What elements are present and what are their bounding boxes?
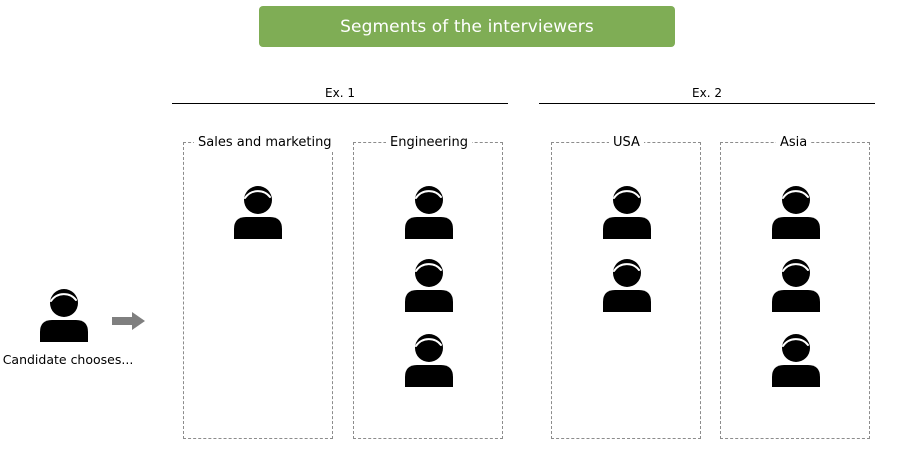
interviewer-person-icon	[771, 258, 821, 312]
interviewer-person-icon	[771, 185, 821, 239]
diagram-title: Segments of the interviewers	[340, 16, 594, 37]
example-1-rule	[172, 103, 508, 104]
candidate-person-icon	[39, 288, 89, 342]
segment-label-asia: Asia	[776, 134, 812, 152]
example-2-rule	[539, 103, 875, 104]
interviewer-person-icon	[404, 333, 454, 387]
example-2-label: Ex. 2	[692, 86, 722, 100]
interviewer-person-icon	[404, 185, 454, 239]
segment-label-usa: USA	[609, 134, 644, 152]
candidate-caption: Candidate chooses...	[2, 352, 134, 367]
example-1-label: Ex. 1	[325, 86, 355, 100]
interviewer-person-icon	[602, 185, 652, 239]
interviewer-person-icon	[771, 333, 821, 387]
interviewer-person-icon	[602, 258, 652, 312]
interviewer-person-icon	[404, 258, 454, 312]
segment-label-sales-and-marketing: Sales and marketing	[194, 134, 336, 152]
segment-label-engineering: Engineering	[386, 134, 472, 152]
title-banner: Segments of the interviewers	[259, 6, 675, 47]
arrow-right-icon	[112, 312, 145, 330]
interviewer-person-icon	[233, 185, 283, 239]
